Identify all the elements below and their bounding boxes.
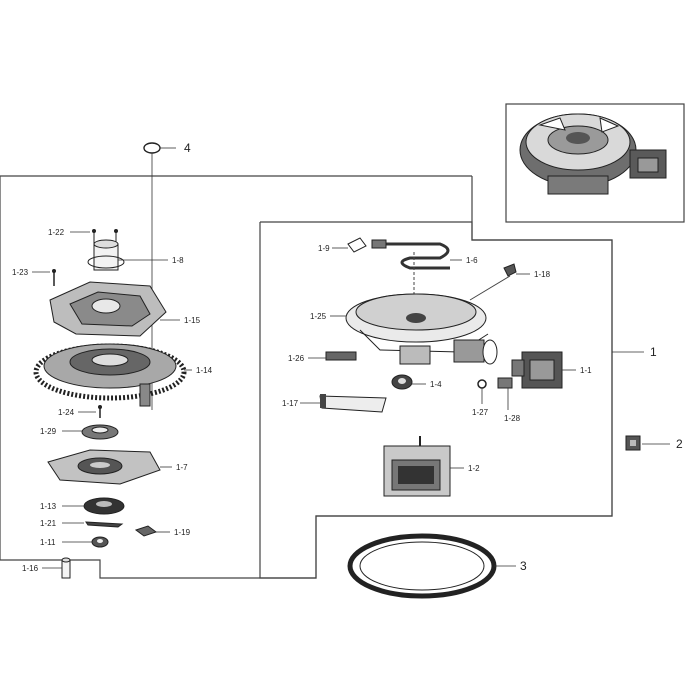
part-1-24-screw [98, 405, 102, 418]
callout-1-22: 1-22 [48, 228, 65, 237]
callout-1-25: 1-25 [310, 312, 327, 321]
part-1-6-heater [371, 239, 450, 300]
inner-group-frame [259, 221, 613, 579]
part-1-11-nut [91, 536, 109, 548]
part-1-23-screw [52, 269, 56, 286]
part-1-13-impeller [83, 497, 125, 515]
callout-1-8: 1-8 [172, 256, 184, 265]
part-1-14-gear-base [33, 343, 187, 407]
part-1-7-base-plate [47, 449, 161, 485]
part-1-1-drain-pump [511, 351, 563, 389]
part-1-29-disc [81, 424, 119, 440]
callout-1-19: 1-19 [174, 528, 191, 537]
callout-1-2: 1-2 [468, 464, 480, 473]
callout-1-1: 1-1 [580, 366, 592, 375]
callout-3: 3 [520, 559, 527, 573]
callout-1-24: 1-24 [58, 408, 75, 417]
callout-1-29: 1-29 [40, 427, 57, 436]
callout-1-18: 1-18 [534, 270, 551, 279]
callout-1-26: 1-26 [288, 354, 305, 363]
part-4-o-ring [143, 142, 161, 154]
callout-1-23: 1-23 [12, 268, 29, 277]
callout-1-7: 1-7 [176, 463, 188, 472]
callout-1-4: 1-4 [430, 380, 442, 389]
callout-4: 4 [184, 141, 191, 155]
callout-1-6: 1-6 [466, 256, 478, 265]
callout-2: 2 [676, 437, 683, 451]
callout-1-9: 1-9 [318, 244, 330, 253]
part-1-16-pin [61, 557, 71, 579]
part-1-8-filter-housing [87, 239, 125, 271]
part-1-15-impeller-cover [49, 281, 167, 337]
part-1-21-clip [85, 521, 124, 528]
callout-1: 1 [650, 345, 657, 359]
part-2-connector [625, 435, 641, 451]
assembled-sump-image [519, 113, 667, 195]
part-1-26-bracket [325, 351, 357, 361]
part-1-22-screws [92, 229, 118, 244]
part-1-17-cover-plate [319, 394, 387, 413]
callout-1-17: 1-17 [282, 399, 299, 408]
callout-1-14: 1-14 [196, 366, 213, 375]
part-1-25-sump-housing [345, 293, 498, 365]
callout-1-15: 1-15 [184, 316, 201, 325]
part-1-18-clip [469, 263, 517, 301]
callout-1-16: 1-16 [22, 564, 39, 573]
part-1-9-gasket [347, 237, 367, 253]
callout-1-11: 1-11 [40, 538, 56, 547]
assembled-view-frame [505, 103, 685, 223]
part-1-2-circulation-motor [383, 436, 451, 497]
part-1-4-sensor [391, 374, 413, 390]
callout-1-27: 1-27 [472, 408, 489, 417]
callout-1-28: 1-28 [504, 414, 521, 423]
callout-1-21: 1-21 [40, 519, 57, 528]
callout-1-13: 1-13 [40, 502, 57, 511]
part-1-28-fitting [497, 377, 513, 389]
part-3-seal-ring [347, 533, 497, 599]
part-1-27-o-ring [477, 379, 487, 389]
part-1-19-bracket [134, 525, 158, 537]
